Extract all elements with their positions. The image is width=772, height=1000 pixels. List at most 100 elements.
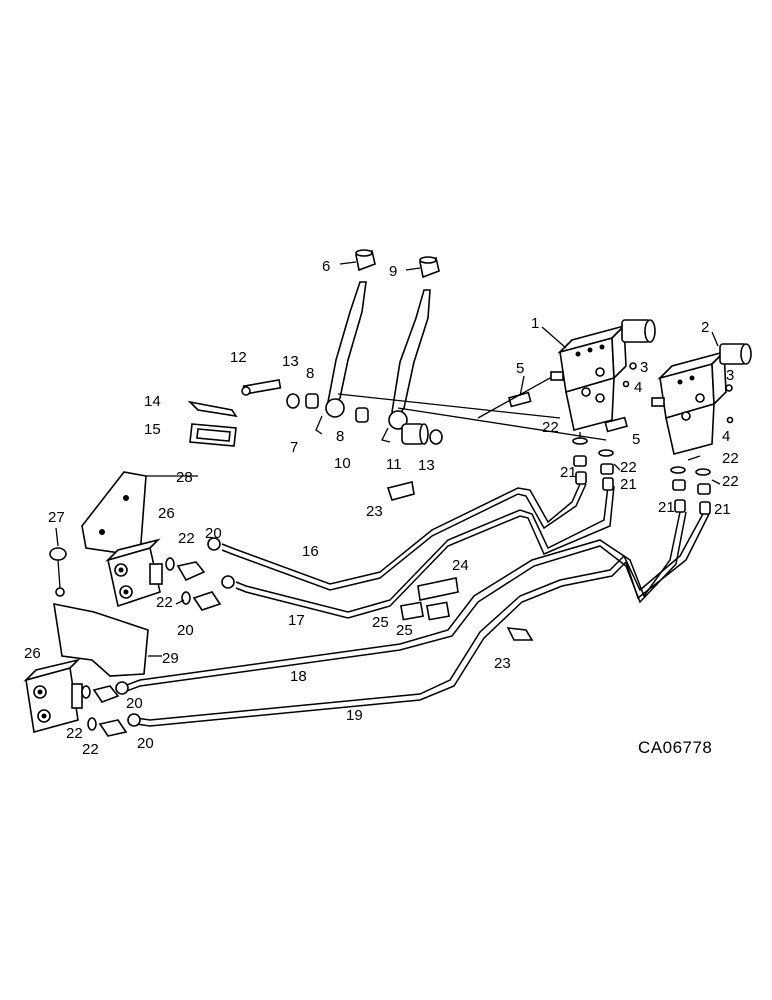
callout-4: 4 bbox=[634, 379, 642, 396]
lever-arm-6 bbox=[327, 281, 367, 408]
fittings-valve-1 bbox=[572, 437, 614, 491]
callout-labels: 1 2 3 3 4 4 5 5 6 7 8 8 9 10 11 12 13 13… bbox=[24, 258, 739, 758]
lever-hub-9 bbox=[388, 410, 408, 430]
plate-5b bbox=[604, 416, 628, 433]
callout-3: 3 bbox=[640, 359, 648, 376]
hose-17b bbox=[235, 485, 615, 619]
control-valve-2 bbox=[651, 343, 752, 455]
callout-26: 26 bbox=[24, 645, 41, 662]
lever-knob-6 bbox=[355, 249, 376, 272]
callout-2: 2 bbox=[701, 319, 709, 336]
clip-23b bbox=[506, 627, 534, 641]
callout-5: 5 bbox=[516, 360, 524, 377]
linkage-10 bbox=[381, 427, 391, 443]
callout-8: 8 bbox=[306, 365, 314, 382]
callout-20: 20 bbox=[126, 695, 143, 712]
hose-19 bbox=[135, 511, 705, 721]
hose-end-18 bbox=[115, 681, 129, 695]
callout-21: 21 bbox=[620, 476, 637, 493]
callout-22: 22 bbox=[66, 725, 83, 742]
bushing-8a bbox=[305, 393, 319, 409]
o-ring-22d bbox=[87, 717, 97, 731]
washer-4a bbox=[622, 380, 630, 388]
elbow-20c bbox=[92, 685, 120, 703]
callout-16: 16 bbox=[302, 543, 319, 560]
lever-knob-9 bbox=[419, 256, 440, 279]
bracket-28 bbox=[81, 471, 147, 557]
callout-15: 15 bbox=[144, 421, 161, 438]
callout-22: 22 bbox=[82, 741, 99, 758]
elbow-20d bbox=[98, 719, 128, 737]
hose-18b bbox=[123, 511, 687, 693]
bushing-8b bbox=[355, 407, 369, 423]
callout-13: 13 bbox=[282, 353, 299, 370]
lever-arm-9 bbox=[391, 289, 431, 418]
o-ring-22c bbox=[81, 685, 91, 699]
callout-26: 26 bbox=[158, 505, 175, 522]
callout-12: 12 bbox=[230, 349, 247, 366]
hose-17 bbox=[235, 485, 609, 613]
hose-end-19 bbox=[127, 713, 141, 727]
callout-29: 29 bbox=[162, 650, 179, 667]
coupler-26a bbox=[105, 538, 163, 608]
callout-25: 25 bbox=[372, 614, 389, 631]
callout-23: 23 bbox=[366, 503, 383, 520]
callout-22: 22 bbox=[156, 594, 173, 611]
o-ring-22a bbox=[165, 557, 175, 571]
drawing-code: CA06778 bbox=[638, 738, 712, 757]
hose-end-17 bbox=[221, 575, 235, 589]
callout-11: 11 bbox=[386, 456, 402, 473]
callout-22: 22 bbox=[620, 459, 637, 476]
o-ring-22b bbox=[181, 591, 191, 605]
callout-1: 1 bbox=[531, 315, 539, 332]
callout-28: 28 bbox=[176, 469, 193, 486]
hose-19b bbox=[135, 511, 711, 727]
control-valve-1 bbox=[550, 319, 656, 431]
callout-20: 20 bbox=[177, 622, 194, 639]
callout-9: 9 bbox=[389, 263, 397, 280]
callout-22: 22 bbox=[722, 450, 739, 467]
clip-23a bbox=[386, 481, 415, 501]
callout-22: 22 bbox=[178, 530, 195, 547]
callout-5: 5 bbox=[632, 431, 640, 448]
coupler-26b bbox=[23, 658, 83, 734]
callout-13: 13 bbox=[418, 457, 435, 474]
block-25b bbox=[426, 601, 450, 621]
callout-18: 18 bbox=[290, 668, 307, 685]
hose-18 bbox=[123, 511, 681, 687]
hose-16 bbox=[221, 483, 581, 585]
callout-10: 10 bbox=[334, 455, 351, 472]
fittings-valve-2 bbox=[670, 466, 711, 515]
bracket-29 bbox=[53, 602, 149, 677]
callout-3: 3 bbox=[726, 367, 734, 384]
callout-21: 21 bbox=[560, 464, 577, 481]
elbow-20a bbox=[176, 561, 206, 582]
linkage-7 bbox=[315, 415, 323, 435]
callout-7: 7 bbox=[290, 439, 298, 456]
callout-14: 14 bbox=[144, 393, 161, 410]
washer-13a bbox=[286, 393, 300, 409]
callout-22: 22 bbox=[542, 419, 559, 436]
callout-21: 21 bbox=[658, 499, 675, 516]
bracket-14 bbox=[187, 400, 238, 418]
callout-19: 19 bbox=[346, 707, 363, 724]
leader-lines bbox=[55, 261, 721, 657]
callout-25: 25 bbox=[396, 622, 413, 639]
callout-27: 27 bbox=[48, 509, 65, 526]
callout-6: 6 bbox=[322, 258, 330, 275]
lever-hub-6 bbox=[325, 398, 345, 418]
bolt-3a bbox=[629, 362, 637, 370]
callout-23: 23 bbox=[494, 655, 511, 672]
callout-21: 21 bbox=[714, 501, 731, 518]
callout-17: 17 bbox=[288, 612, 305, 629]
washer-4b bbox=[726, 416, 734, 424]
washer-13b bbox=[429, 429, 443, 445]
callout-20: 20 bbox=[205, 525, 222, 542]
valve-27 bbox=[49, 547, 67, 597]
bolt-3b bbox=[725, 384, 733, 392]
pin-12 bbox=[241, 379, 282, 396]
callout-4: 4 bbox=[722, 428, 730, 445]
clamp-24 bbox=[417, 577, 459, 601]
callout-22: 22 bbox=[722, 473, 739, 490]
